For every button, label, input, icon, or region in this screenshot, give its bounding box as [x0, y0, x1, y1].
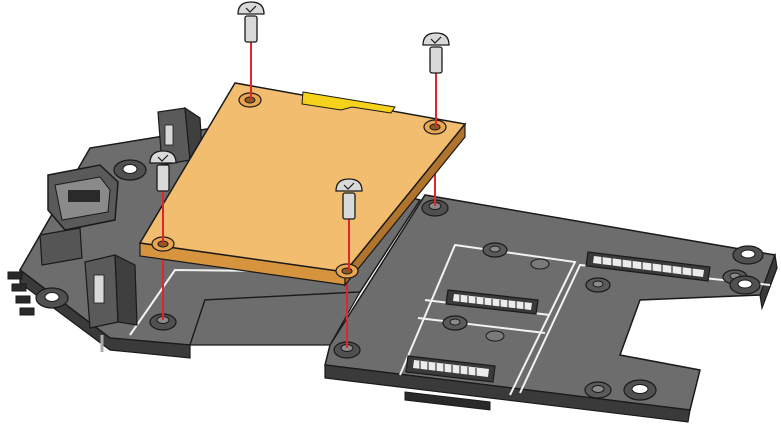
bottom-connector [404, 391, 491, 411]
carrier-board-right-side [324, 364, 691, 423]
compute-module [138, 82, 467, 287]
standoff-icon [584, 381, 612, 399]
standoff-icon [482, 242, 508, 258]
screw-icon [335, 178, 363, 220]
assembly-guide-lines-upper [162, 40, 437, 271]
screw-icon [237, 1, 265, 43]
standoff-icon [623, 379, 657, 401]
standoff-icon [113, 159, 147, 181]
board-holes [35, 159, 764, 401]
pad [485, 330, 505, 342]
thermal-pad [301, 91, 396, 114]
left-pin-header [7, 271, 35, 316]
board-to-board-connector-icon [585, 251, 711, 282]
standoff-icon [585, 277, 611, 293]
carrier-board-bridge [189, 291, 362, 346]
standoff-icon [732, 245, 764, 265]
carrier-board-right-side-end [759, 252, 778, 311]
pad [530, 258, 550, 270]
module-top [138, 82, 467, 273]
standoff-icon [35, 287, 69, 309]
usb-connector [47, 164, 119, 231]
small-component [39, 227, 83, 266]
screw-icon [422, 32, 450, 74]
pin-header-tower-2 [84, 254, 138, 329]
screw-icon [149, 150, 177, 192]
standoff-icon [442, 315, 468, 331]
carrier-board-left-side [19, 268, 191, 359]
board-to-board-connector-icon [405, 355, 496, 383]
board-to-board-connector-icon [445, 289, 539, 315]
standoff-icon [729, 275, 761, 295]
